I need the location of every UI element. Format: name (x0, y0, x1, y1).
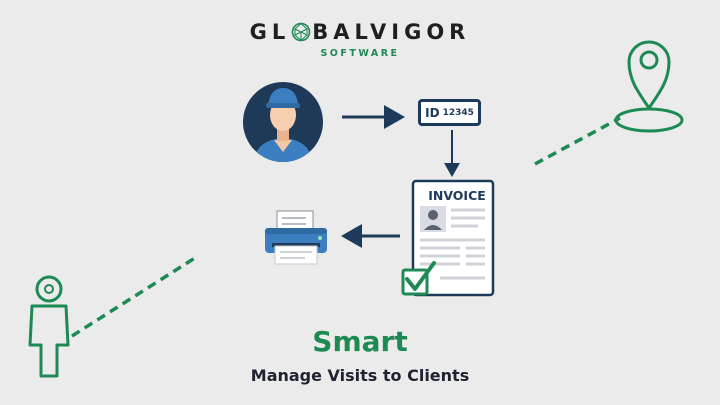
logo-wordmark: GL BALVIGOR (250, 20, 471, 44)
logo-word-right: BALVIGOR (312, 20, 471, 44)
id-card-number: 12345 (442, 107, 474, 118)
headline: Smart (312, 325, 408, 358)
person-icon (28, 275, 70, 378)
checkmark-icon (401, 261, 436, 296)
logo-word-left: GL (249, 20, 291, 44)
brand-logo: GL BALVIGOR SOFTWARE (0, 20, 720, 59)
printer-icon (265, 210, 327, 265)
id-card-icon: ID 12345 (418, 99, 481, 126)
dashed-path-left (71, 254, 199, 338)
worker-avatar-icon (243, 82, 323, 162)
id-card-prefix: ID (425, 105, 440, 120)
location-pin-icon (614, 40, 684, 133)
invoice-title: INVOICE (428, 188, 486, 203)
globe-icon (291, 22, 311, 42)
logo-subtitle: SOFTWARE (320, 48, 400, 59)
dashed-path-right (534, 116, 621, 166)
subheadline: Manage Visits to Clients (250, 366, 470, 385)
